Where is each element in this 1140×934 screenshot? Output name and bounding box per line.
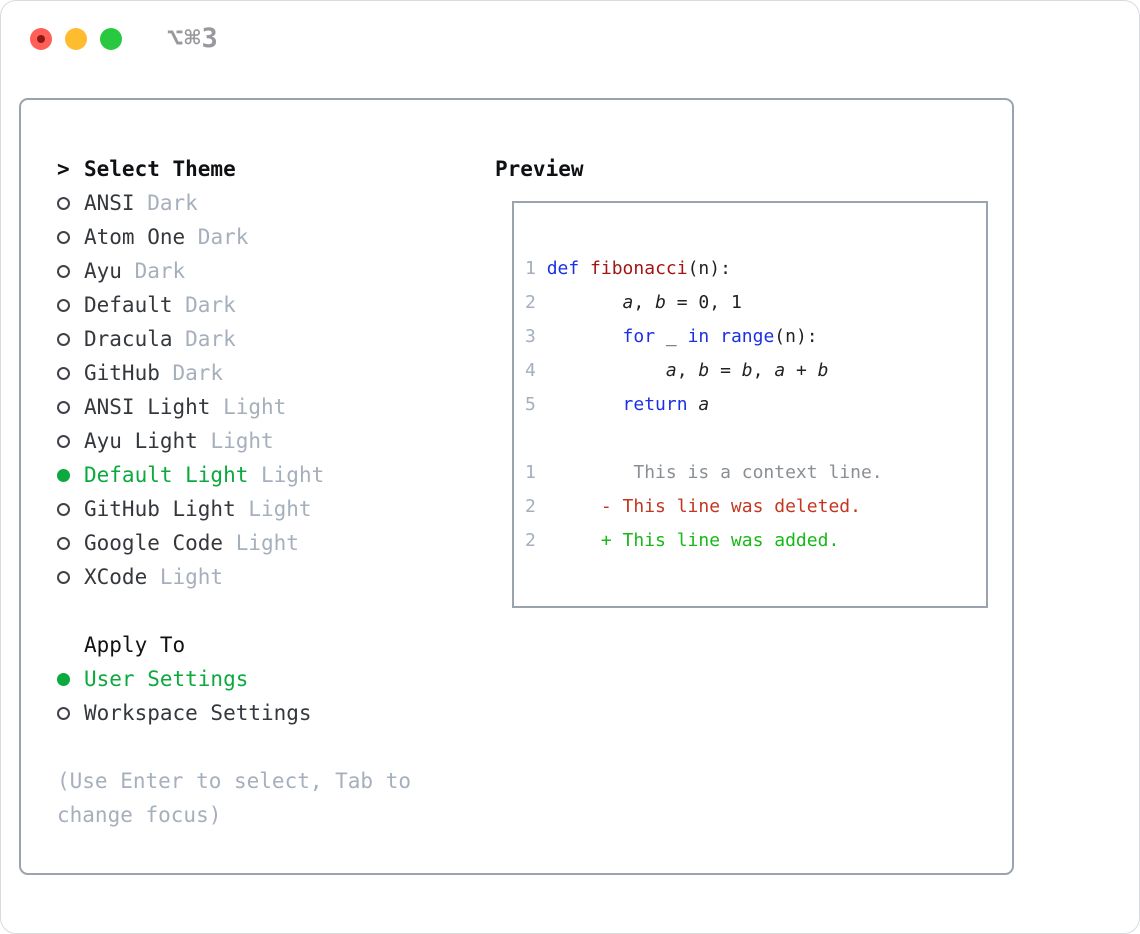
theme-variant: Dark: [121, 259, 186, 283]
code-sample: 1 def fibonacci(n): 2 a, b = 0, 1 3 for _ …: [525, 252, 986, 422]
theme-variant: Dark: [172, 327, 236, 351]
radio-icon: [57, 706, 70, 720]
theme-variant: Light: [197, 429, 274, 453]
theme-name: Default: [84, 293, 173, 317]
theme-option-ansi-light-light[interactable]: ANSI Light Light: [57, 390, 497, 424]
theme-name: Google Code: [84, 531, 224, 555]
close-button[interactable]: [30, 28, 52, 50]
theme-option-github-light-light[interactable]: GitHub Light Light: [57, 492, 497, 526]
theme-name: Ayu Light: [84, 429, 198, 453]
diff-line-added: 2 + This line was added.: [525, 530, 840, 551]
theme-list-header-row: > Select Theme: [57, 152, 497, 186]
apply-option-label: Workspace Settings: [84, 701, 312, 725]
theme-option-dracula-dark[interactable]: Dracula Dark: [57, 322, 497, 356]
code-line: 5 return a: [525, 394, 710, 415]
theme-name: ANSI: [84, 191, 135, 215]
radio-selected-icon: [57, 468, 70, 482]
line-number: 2: [525, 496, 536, 517]
apply-to-header-row: Apply To: [57, 628, 497, 662]
diff-line-deleted: 2 - This line was deleted.: [525, 496, 861, 517]
theme-variant: Light: [248, 463, 325, 487]
theme-name: Atom One: [84, 225, 186, 249]
theme-variant: Dark: [172, 293, 236, 317]
minimize-button[interactable]: [65, 28, 87, 50]
theme-option-ansi-dark[interactable]: ANSI Dark: [57, 186, 497, 220]
radio-icon: [57, 298, 70, 312]
preview-box: 1 def fibonacci(n): 2 a, b = 0, 1 3 for _ …: [512, 201, 988, 608]
radio-icon: [57, 434, 70, 448]
apply-option-user-settings[interactable]: User Settings: [57, 662, 497, 696]
diff-sample: 1 This is a context line. 2 - This line w…: [525, 456, 986, 558]
radio-icon: [57, 400, 70, 414]
theme-option-ayu-light-light[interactable]: Ayu Light Light: [57, 424, 497, 458]
code-line: 4 a, b = b, a + b: [525, 360, 829, 381]
preview-header: Preview: [495, 157, 584, 181]
apply-to-header: Apply To: [84, 633, 186, 657]
radio-icon: [57, 536, 70, 550]
line-number: 4: [525, 360, 536, 381]
theme-option-atom-one-dark[interactable]: Atom One Dark: [57, 220, 497, 254]
theme-variant: Light: [223, 531, 299, 555]
title-bar: ⌥⌘3: [1, 1, 1139, 77]
theme-variant: Dark: [134, 191, 198, 215]
code-line: 2 a, b = 0, 1: [525, 292, 742, 313]
theme-name: Dracula: [84, 327, 173, 351]
radio-icon: [57, 196, 70, 210]
theme-name: Default Light: [84, 463, 249, 487]
line-number: 1: [525, 462, 536, 483]
hint-text: (Use Enter to select, Tab to change focu…: [57, 769, 412, 827]
window-title: ⌥⌘3: [167, 23, 219, 54]
theme-variant: Dark: [159, 361, 224, 385]
line-number: 1: [525, 258, 536, 279]
radio-icon: [57, 502, 70, 516]
radio-selected-icon: [57, 672, 70, 686]
radio-icon: [57, 332, 70, 346]
code-line: 1 def fibonacci(n):: [525, 258, 731, 279]
radio-icon: [57, 264, 70, 278]
theme-variant: Light: [235, 497, 312, 521]
apply-option-label: User Settings: [84, 667, 249, 691]
theme-list-header: Select Theme: [84, 157, 236, 181]
theme-name: GitHub Light: [84, 497, 236, 521]
cursor-indicator: >: [57, 157, 70, 181]
blank-line: [525, 422, 986, 456]
line-number: 2: [525, 292, 536, 313]
theme-variant: Dark: [185, 225, 249, 249]
radio-icon: [57, 570, 70, 584]
theme-option-default-light-light[interactable]: Default Light Light: [57, 458, 497, 492]
maximize-button[interactable]: [100, 28, 122, 50]
radio-icon: [57, 230, 70, 244]
theme-option-xcode-light[interactable]: XCode Light: [57, 560, 497, 594]
theme-variant: Light: [210, 395, 287, 419]
unsaved-dot-icon: [37, 35, 45, 43]
line-number: 2: [525, 530, 536, 551]
theme-name: XCode: [84, 565, 148, 589]
theme-option-default-dark[interactable]: Default Dark: [57, 288, 497, 322]
code-line: 3 for _ in range(n):: [525, 326, 818, 347]
preview-column: Preview 1 def fibonacci(n): 2 a, b = 0, 1…: [495, 152, 988, 608]
theme-option-google-code-light[interactable]: Google Code Light: [57, 526, 497, 560]
theme-name: GitHub: [84, 361, 160, 385]
theme-name: ANSI Light: [84, 395, 211, 419]
section-gap: [57, 594, 497, 628]
radio-icon: [57, 366, 70, 380]
theme-variant: Light: [147, 565, 224, 589]
theme-option-github-dark[interactable]: GitHub Dark: [57, 356, 497, 390]
theme-option-ayu-dark[interactable]: Ayu Dark: [57, 254, 497, 288]
theme-name: Ayu: [84, 259, 122, 283]
section-gap: [57, 730, 497, 764]
apply-option-workspace-settings[interactable]: Workspace Settings: [57, 696, 497, 730]
line-number: 5: [525, 394, 536, 415]
diff-line-context: 1 This is a context line.: [525, 462, 883, 483]
line-number: 3: [525, 326, 536, 347]
